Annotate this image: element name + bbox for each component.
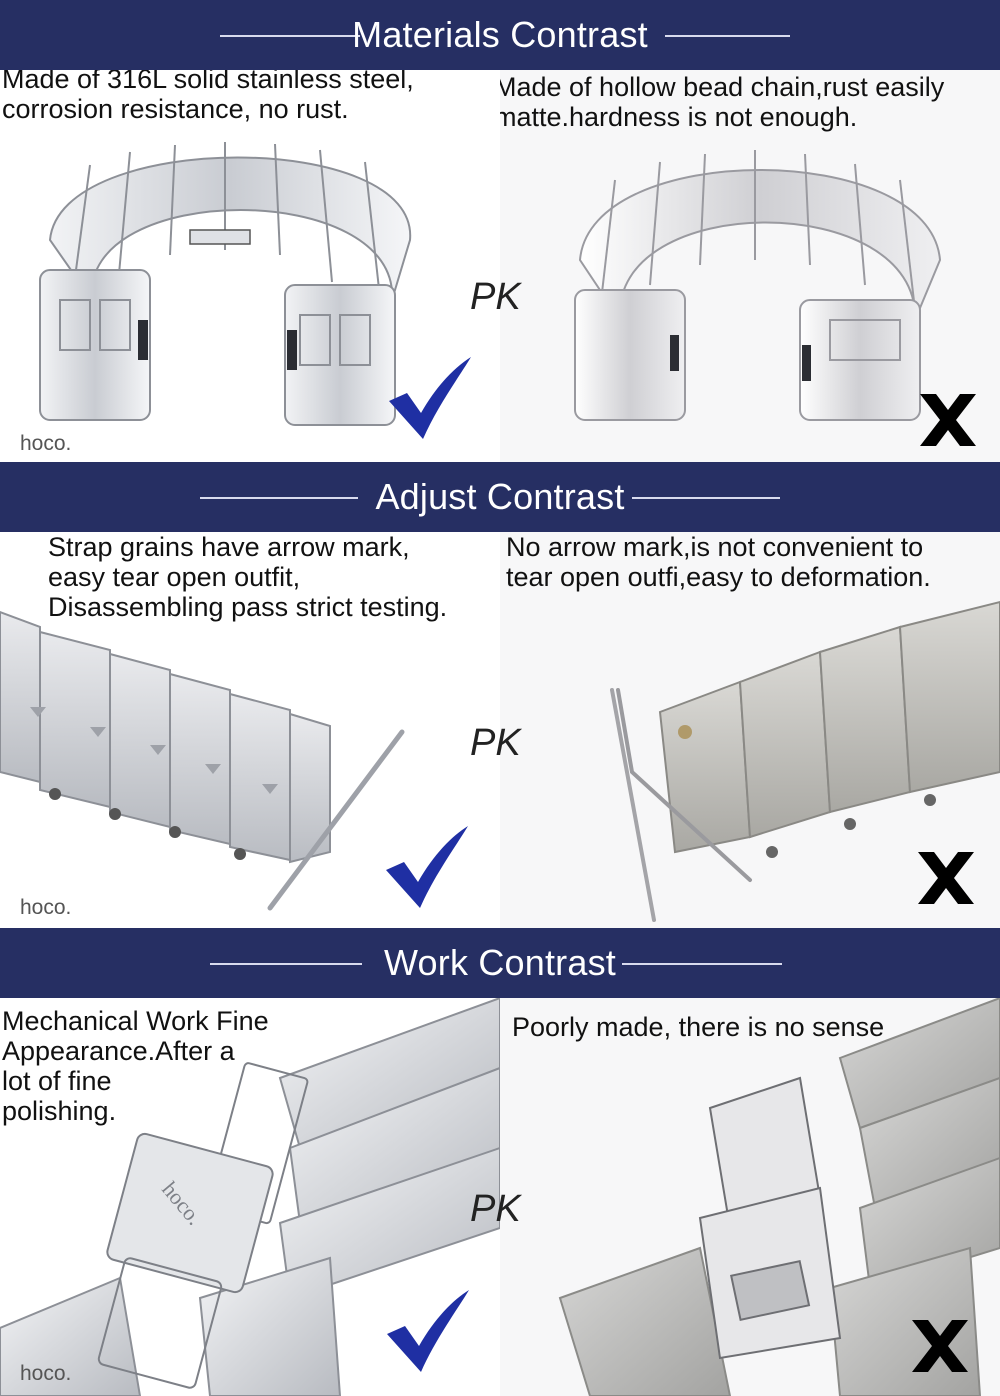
comparison-text-bad: Poorly made, there is no sense [512,1012,885,1042]
arrow-marked-links-image [0,610,405,911]
cross-icon [918,852,974,904]
checkmark-icon [386,826,468,908]
solid-steel-band-image [39,142,412,426]
comparison-text-bad: Made of hollow bead chain,rust easily ma… [500,72,945,132]
section-title: Work Contrast [384,942,616,983]
brand-label: hoco. [20,1362,72,1385]
section-materials: Made of 316L solid stainless steel, corr… [0,70,1000,462]
brand-label: hoco. [20,432,72,455]
checkmark-icon [387,1290,469,1372]
comparison-good: Strap grains have arrow mark, easy tear … [0,532,500,928]
banner-divider-line [665,35,790,37]
pk-label: PK [470,722,521,764]
section-adjust: Strap grains have arrow mark, easy tear … [0,532,1000,928]
plain-links-image [610,600,1000,922]
hollow-chain-band-image [574,150,942,421]
brand-label: hoco. [20,896,72,919]
comparison-text-good: Made of 316L solid stainless steel, corr… [2,70,414,124]
comparison-good: Made of 316L solid stainless steel, corr… [0,70,500,462]
cross-icon [920,394,976,446]
banner-divider-line [210,963,362,965]
cross-icon [912,1320,968,1372]
banner-divider-line [632,497,780,499]
banner-divider-line [622,963,782,965]
comparison-good: hoco. Mechanical Work Fine Appearance.Af… [0,998,500,1396]
checkmark-icon [389,357,471,439]
comparison-text-good: Mechanical Work Fine Appearance.After a … [2,1006,269,1126]
comparison-bad: Poorly made, there is no sense [500,998,1000,1396]
comparison-text-bad: No arrow mark,is not convenient to tear … [506,532,931,592]
section-banner-adjust: Adjust Contrast [0,462,1000,532]
rough-clasp-image [558,998,1000,1396]
pk-label: PK [470,276,521,318]
banner-divider-line [200,497,358,499]
section-title: Adjust Contrast [375,476,625,517]
section-banner-materials: Materials Contrast [0,0,1000,70]
comparison-bad: Made of hollow bead chain,rust easily ma… [500,70,1000,462]
section-work: hoco. Mechanical Work Fine Appearance.Af… [0,998,1000,1396]
section-title: Materials Contrast [352,14,648,55]
polished-clasp-image: hoco. [0,998,500,1396]
comparison-bad: No arrow mark,is not convenient to tear … [500,532,1000,928]
comparison-text-good: Strap grains have arrow mark, easy tear … [48,532,448,622]
pk-label: PK [470,1188,521,1230]
banner-divider-line [220,35,360,37]
section-banner-work: Work Contrast [0,928,1000,998]
